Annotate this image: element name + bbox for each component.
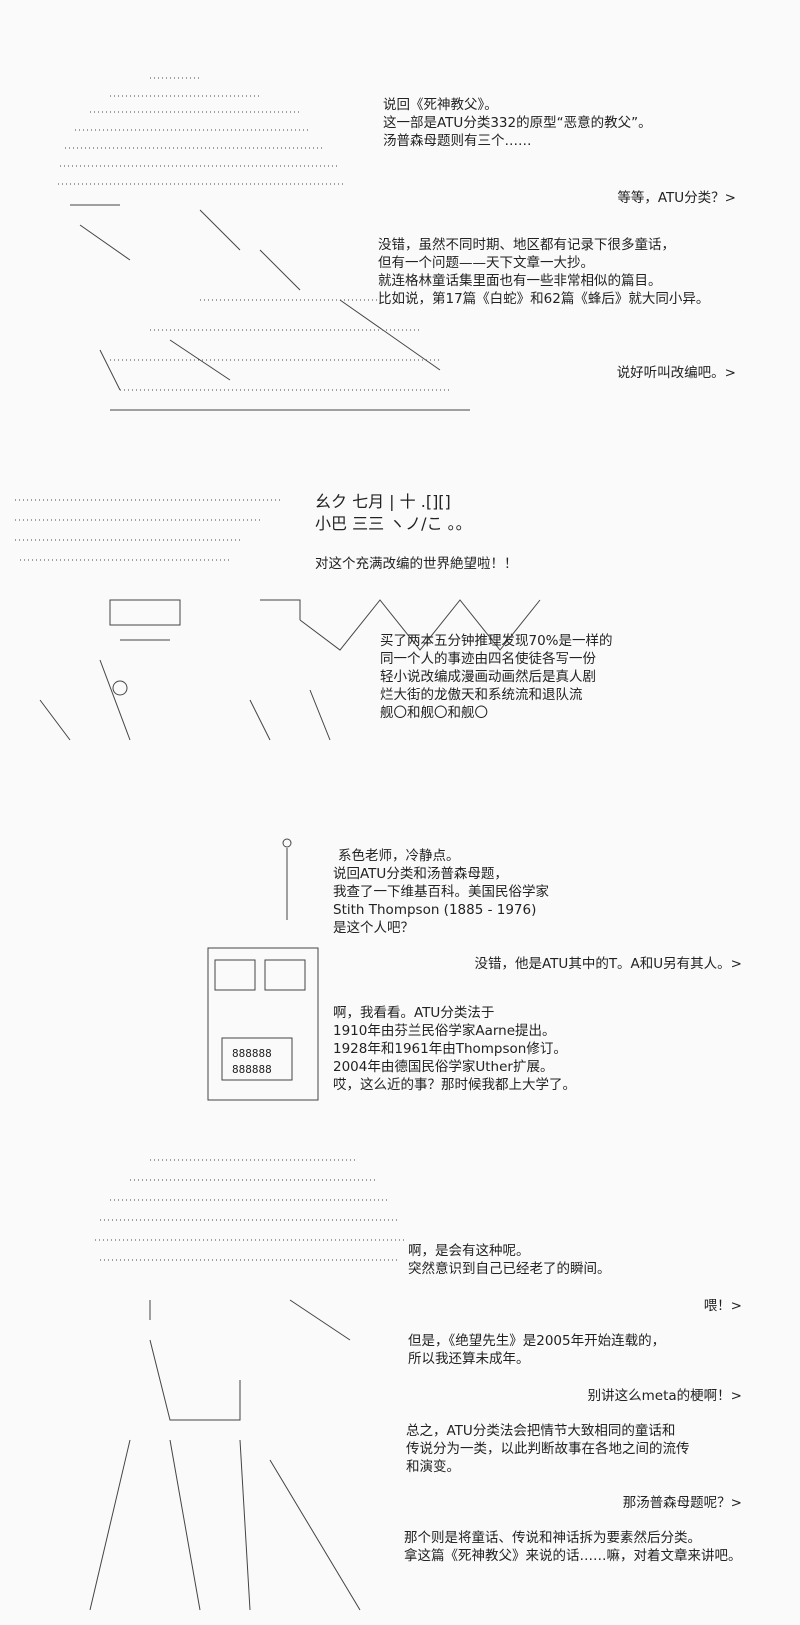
- panel4-reply-1: 喂！>: [703, 1298, 742, 1314]
- panel4-dialogue-3: 总之，ATU分类法会把情节大致相同的童话和 传说分为一类，以此判断故事在各地之间…: [406, 1422, 690, 1476]
- dialogue-line: 1910年由芬兰民俗学家Aarne提出。: [333, 1023, 556, 1039]
- dialogue-line: 买了两本五分钟推理发现70%是一样的: [380, 633, 613, 649]
- panel2-shout: 幺ク 七月 | 十 .[][] 小巴 三三 ヽノ/こ 。。: [315, 491, 472, 535]
- dialogue-line: 但有一个问题——天下文章一大抄。: [378, 255, 594, 271]
- dialogue-line: 没错，虽然不同时期、地区都有记录下很多童话，: [378, 237, 675, 253]
- dialogue-line: 说回《死神教父》。: [383, 97, 498, 113]
- device-display: 888888 888888: [232, 1046, 272, 1078]
- panel4-reply-2: 别讲这么meta的梗啊！>: [587, 1388, 742, 1404]
- dialogue-line: 说回ATU分类和汤普森母题，: [333, 866, 508, 882]
- dialogue-line: 所以我还算未成年。: [408, 1351, 530, 1367]
- dialogue-line: 轻小说改编成漫画动画然后是真人剧: [380, 669, 596, 685]
- dialogue-line: 哎，这么近的事？那时候我都上大学了。: [333, 1077, 576, 1093]
- panel3-walkie-talkie-art: [207, 838, 319, 1101]
- panel3-dialogue-2: 啊，我看看。ATU分类法于 1910年由芬兰民俗学家Aarne提出。 1928年…: [333, 1004, 576, 1094]
- dialogue-line: 那个则是将童话、传说和神话拆为要素然后分类。: [404, 1530, 701, 1546]
- panel3-dialogue-1: 系色老师，冷静点。 说回ATU分类和汤普森母题， 我查了一下维基百科。美国民俗学…: [333, 847, 549, 937]
- dialogue-line: 我查了一下维基百科。美国民俗学家: [333, 884, 549, 900]
- panel4-reply-3: 那汤普森母题呢？>: [622, 1495, 742, 1511]
- dialogue-line: 啊，我看看。ATU分类法于: [333, 1005, 495, 1021]
- panel1-dialogue-1: 说回《死神教父》。 这一部是ATU分类332的原型“恶意的教父”。 汤普森母题则…: [383, 96, 652, 150]
- dialogue-line: 烂大街的龙傲天和系统流和退队流: [380, 687, 583, 703]
- panel1-character-art: [58, 77, 470, 411]
- shout-line: 小巴 三三 ヽノ/こ 。。: [315, 514, 472, 533]
- dialogue-line: 拿这篇《死神教父》来说的话……嘛，对着文章来讲吧。: [404, 1548, 742, 1564]
- dialogue-line: 汤普森母题则有三个……: [383, 133, 532, 149]
- panel3-reply: 没错，他是ATU其中的T。A和U另有其人。>: [474, 956, 743, 972]
- panel1-reply-1: 等等，ATU分类？>: [617, 190, 736, 206]
- dialogue-line: 同一个人的事迹由四名使徒各写一份: [380, 651, 596, 667]
- panel4-character-art: [89, 1159, 405, 1611]
- panel4-dialogue-4: 那个则是将童话、传说和神话拆为要素然后分类。 拿这篇《死神教父》来说的话……嘛，…: [404, 1529, 742, 1565]
- panel4-dialogue-1: 啊，是会有这种呢。 突然意识到自己已经老了的瞬间。: [408, 1242, 611, 1278]
- dialogue-line: 1928年和1961年由Thompson修订。: [333, 1041, 567, 1057]
- panel1-reply-2: 说好听叫改编吧。>: [616, 365, 736, 381]
- dialogue-line: 突然意识到自己已经老了的瞬间。: [408, 1261, 611, 1277]
- dialogue-line: 是这个人吧？: [333, 920, 414, 936]
- dialogue-line: 2004年由德国民俗学家Uther扩展。: [333, 1059, 554, 1075]
- dialogue-line: 啊，是会有这种呢。: [408, 1243, 530, 1259]
- dialogue-line: 系色老师，冷静点。: [338, 848, 460, 864]
- panel2-character-art: [15, 499, 541, 741]
- panel1-dialogue-2: 没错，虽然不同时期、地区都有记录下很多童话， 但有一个问题——天下文章一大抄。 …: [378, 236, 709, 308]
- dialogue-line: 和演变。: [406, 1459, 460, 1475]
- dialogue-line: Stith Thompson (1885 - 1976): [333, 902, 537, 918]
- panel2-dialogue: 买了两本五分钟推理发现70%是一样的 同一个人的事迹由四名使徒各写一份 轻小说改…: [380, 632, 613, 722]
- panel2-exclamation: 对这个充满改编的世界絶望啦！！: [315, 556, 518, 572]
- dialogue-line: 就连格林童话集里面也有一些非常相似的篇目。: [378, 273, 662, 289]
- dialogue-line: 比如说，第17篇《白蛇》和62篇《蜂后》就大同小异。: [378, 291, 710, 307]
- dialogue-line: 但是，《绝望先生》是2005年开始连载的，: [408, 1333, 666, 1349]
- display-digits: 888888: [232, 1063, 272, 1076]
- dialogue-line: 这一部是ATU分类332的原型“恶意的教父”。: [383, 115, 652, 131]
- display-digits: 888888: [232, 1047, 272, 1060]
- dialogue-line: 总之，ATU分类法会把情节大致相同的童话和: [406, 1423, 676, 1439]
- shout-line: 幺ク 七月 | 十 .[][]: [315, 492, 451, 511]
- dialogue-line: 舰〇和舰〇和舰〇: [380, 705, 488, 721]
- panel4-dialogue-2: 但是，《绝望先生》是2005年开始连载的， 所以我还算未成年。: [408, 1332, 665, 1368]
- dialogue-line: 传说分为一类，以此判断故事在各地之间的流传: [406, 1441, 690, 1457]
